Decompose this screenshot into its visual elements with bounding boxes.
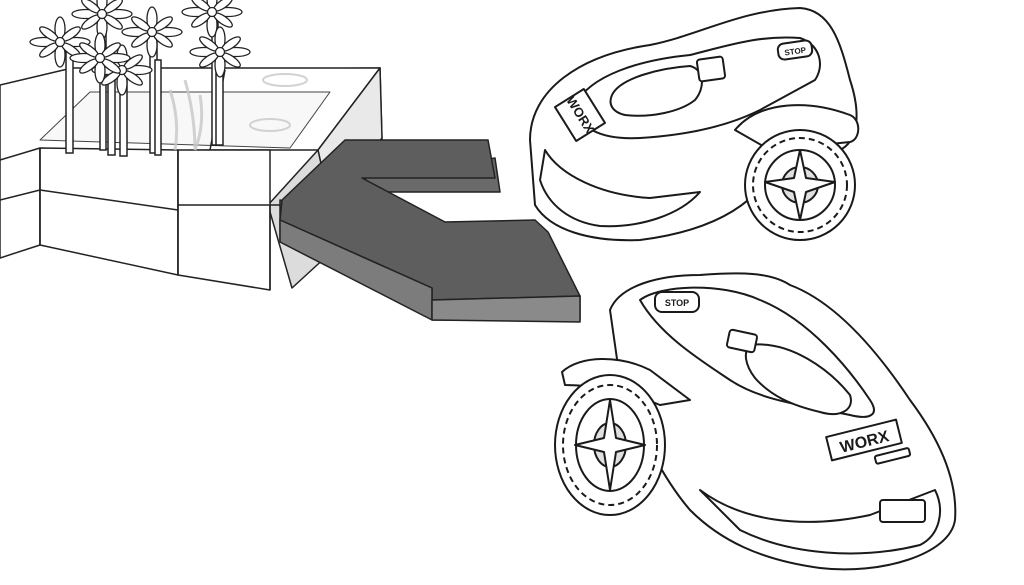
svg-text:STOP: STOP (665, 298, 689, 308)
bidirectional-arrow-icon (279, 139, 581, 323)
brand-logo-top: WORX (553, 88, 607, 142)
wheel-bottom (554, 374, 666, 516)
robot-mower-icon: STOP WORX (554, 272, 957, 571)
robot-mower-icon: STOP WORX (529, 7, 860, 242)
stop-button: STOP (654, 291, 700, 313)
wheel-top (744, 129, 856, 241)
svg-text:STOP: STOP (784, 45, 807, 57)
stop-button: STOP (776, 39, 814, 61)
